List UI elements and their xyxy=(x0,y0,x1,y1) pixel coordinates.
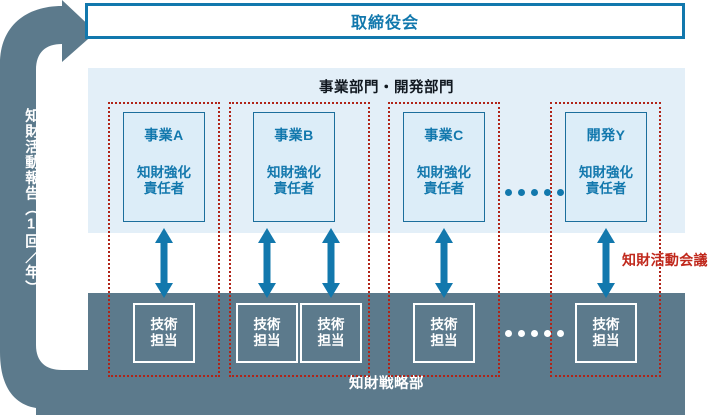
engineer-box-2[interactable]: 技術担当 xyxy=(300,303,362,363)
ip-strategy-department-title: 知財戦略部 xyxy=(349,376,424,392)
bidirectional-arrow-1 xyxy=(258,228,276,298)
bidirectional-arrow-4 xyxy=(597,228,615,298)
board-of-directors-label: 取締役会 xyxy=(350,15,419,32)
divisions-panel-title: 事業部門・開発部門 xyxy=(319,80,454,96)
engineer-box-3[interactable]: 技術担当 xyxy=(413,303,475,363)
unit-box-2[interactable]: 事業C 知財強化責任者 xyxy=(403,112,485,222)
bidirectional-arrow-3 xyxy=(435,228,453,298)
engineer-label-1: 技術担当 xyxy=(253,317,281,348)
ip-strategy-department-panel: 知財戦略部 xyxy=(88,293,685,415)
engineer-box-1[interactable]: 技術担当 xyxy=(236,303,298,363)
unit-name-0: 事業A xyxy=(144,127,184,143)
board-of-directors-box[interactable]: 取締役会 xyxy=(85,3,685,39)
units-ellipsis-icon xyxy=(505,189,564,196)
unit-name-3: 開発Y xyxy=(586,127,626,143)
ellipsis-dot xyxy=(544,330,551,337)
ellipsis-dot xyxy=(557,189,564,196)
engineer-box-4[interactable]: 技術担当 xyxy=(575,303,637,363)
unit-box-3[interactable]: 開発Y 知財強化責任者 xyxy=(565,112,647,222)
unit-role-1: 知財強化責任者 xyxy=(267,165,321,196)
engineer-box-0[interactable]: 技術担当 xyxy=(133,303,195,363)
engineer-label-0: 技術担当 xyxy=(150,317,178,348)
ellipsis-dot xyxy=(544,189,551,196)
ellipsis-dot xyxy=(531,330,538,337)
engineer-label-4: 技術担当 xyxy=(592,317,620,348)
engineer-label-2: 技術担当 xyxy=(317,317,345,348)
ellipsis-dot xyxy=(505,189,512,196)
ip-activity-report-label: 知財活動報告（1回／年） xyxy=(23,108,39,296)
ellipsis-dot xyxy=(557,330,564,337)
ellipsis-dot xyxy=(518,330,525,337)
unit-name-2: 事業C xyxy=(424,127,464,143)
unit-box-0[interactable]: 事業A 知財強化責任者 xyxy=(123,112,205,222)
unit-box-1[interactable]: 事業B 知財強化責任者 xyxy=(253,112,335,222)
bidirectional-arrow-2 xyxy=(322,228,340,298)
ip-activity-meeting-label: 知財活動会議 xyxy=(622,252,708,268)
ellipsis-dot xyxy=(518,189,525,196)
unit-role-3: 知財強化責任者 xyxy=(579,165,633,196)
ip-activity-report-loop-arrow xyxy=(0,0,96,415)
engineers-ellipsis-icon xyxy=(505,330,564,337)
ellipsis-dot xyxy=(505,330,512,337)
engineer-label-3: 技術担当 xyxy=(430,317,458,348)
ellipsis-dot xyxy=(531,189,538,196)
unit-role-0: 知財強化責任者 xyxy=(137,165,191,196)
bidirectional-arrow-0 xyxy=(155,228,173,298)
unit-name-1: 事業B xyxy=(274,127,314,143)
unit-role-2: 知財強化責任者 xyxy=(417,165,471,196)
